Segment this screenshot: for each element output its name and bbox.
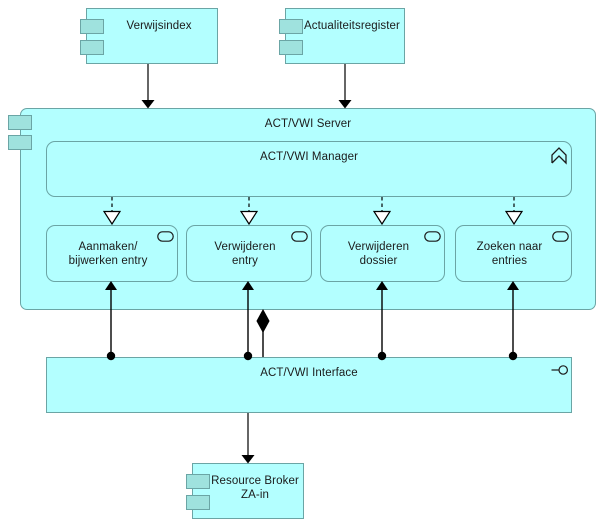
- dependency-interface-to-resource-broker: [241, 413, 255, 464]
- node-icon-server-tab-bottom: [8, 135, 32, 150]
- dependency-verwijsindex-to-server: [141, 64, 155, 109]
- service-aanmaken-bijwerken-entry-label: Aanmaken/ bijwerken entry: [68, 241, 148, 267]
- service-oval-icon-1: [157, 231, 174, 242]
- component-verwijsindex-label: Verwijsindex: [126, 20, 192, 32]
- provided-interface-lollipop-icon: [551, 365, 568, 375]
- service-zoeken-naar-entries-label: Zoeken naar entries: [476, 241, 543, 267]
- component-icon-verwijsindex-tab-top: [80, 19, 104, 34]
- service-oval-icon-4: [552, 231, 569, 242]
- component-act-vwi-manager-label: ACT/VWI Manager: [260, 151, 358, 163]
- component-verwijsindex[interactable]: Verwijsindex: [86, 8, 218, 64]
- component-icon-actualiteitsregister-tab-top: [279, 19, 303, 34]
- component-icon-actualiteitsregister-tab-bottom: [279, 40, 303, 55]
- component-act-vwi-interface[interactable]: ACT/VWI Interface: [46, 357, 572, 413]
- function-chevron-icon: [551, 147, 567, 165]
- component-actualiteitsregister[interactable]: Actualiteitsregister: [285, 8, 405, 64]
- component-icon-resource-broker-tab-bottom: [186, 495, 210, 510]
- node-icon-server-tab-top: [8, 115, 32, 130]
- component-resource-broker-za-in[interactable]: Resource Broker ZA-in: [192, 463, 304, 519]
- dependency-actualiteitsregister-to-server: [338, 64, 352, 109]
- node-act-vwi-server-label: ACT/VWI Server: [264, 118, 352, 130]
- service-verwijderen-dossier-label: Verwijderen dossier: [347, 241, 410, 267]
- component-act-vwi-interface-label: ACT/VWI Interface: [260, 367, 358, 379]
- service-verwijderen-entry-label: Verwijderen entry: [214, 241, 276, 267]
- service-oval-icon-2: [291, 231, 308, 242]
- component-actualiteitsregister-label: Actualiteitsregister: [304, 20, 400, 32]
- service-oval-icon-3: [424, 231, 441, 242]
- component-icon-resource-broker-tab-top: [186, 474, 210, 489]
- composition-interface-to-server: [256, 308, 270, 357]
- component-act-vwi-manager[interactable]: ACT/VWI Manager: [46, 141, 572, 197]
- component-icon-verwijsindex-tab-bottom: [80, 40, 104, 55]
